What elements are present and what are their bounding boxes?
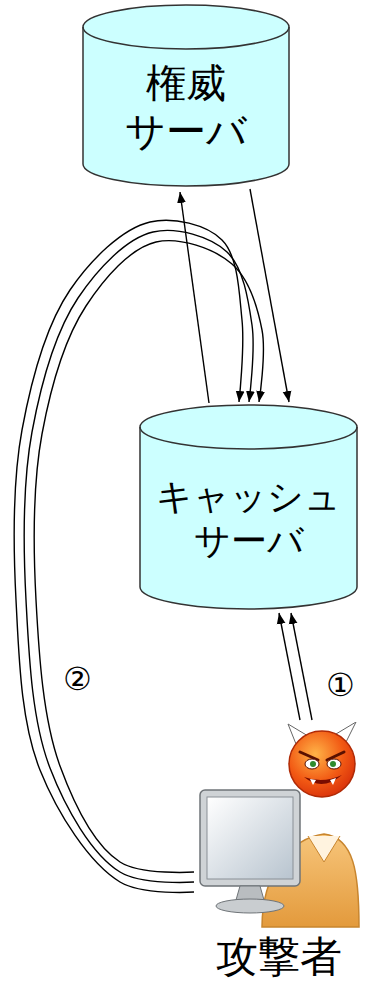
node-text: 攻撃者 [216,932,342,982]
cylinder-rim [140,427,357,449]
devil-eye [327,759,341,769]
devil-pupil [330,761,336,767]
arrow-connector [291,613,312,720]
arrow-connector [250,189,289,402]
cylinder-rim [83,27,289,49]
text-area: キャッシュ サーバ [139,449,358,588]
arrow-connector [279,613,300,720]
devil-head [289,731,355,797]
callout-number: ② [62,662,93,698]
devil-mouth [304,775,342,784]
person-collar [308,836,340,862]
monitor-screen [207,797,293,879]
cylinder-body [140,405,357,609]
attacker-icon [196,722,361,932]
devil-eye [305,759,319,769]
text-area: 権威 サーバ [82,49,290,165]
attacker-figure: 攻撃者 [196,722,361,986]
monitor-base [216,899,284,913]
devil-brows [300,752,344,760]
arrow-connector [180,192,209,403]
server-cylinder: 権威 サーバ [82,5,290,187]
cylinder-body [83,5,289,186]
monitor-frame [200,790,300,886]
text-area: 攻撃者 [196,932,361,986]
node-text: 権威 サーバ [111,59,261,155]
server-cylinder: キャッシュ サーバ [139,405,358,610]
devil-fangs [310,778,336,785]
callout-number: ① [325,668,356,704]
devil-pupil [310,761,316,767]
node-text: キャッシュ サーバ [151,475,346,561]
monitor-stand [236,886,264,900]
